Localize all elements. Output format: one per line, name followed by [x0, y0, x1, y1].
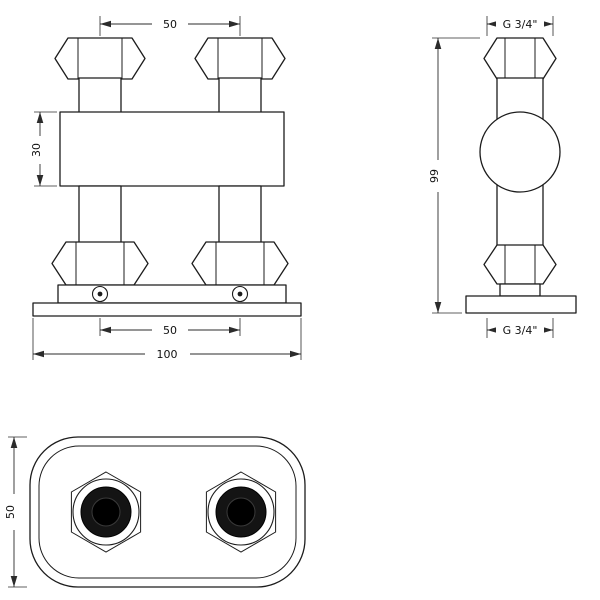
dim-text-side-thread-bottom: G 3/4": [503, 324, 538, 337]
dim-text-mask: [496, 323, 544, 336]
dim-text-side-height: 99: [428, 169, 441, 183]
plan-view: [29, 436, 306, 588]
front-lower-right-neck: [218, 185, 262, 244]
side-view: [465, 37, 577, 314]
dim-text-mask: [496, 17, 544, 30]
dimensions: 50 30 50 100: [4, 16, 554, 588]
side-ball-housing: [479, 111, 561, 193]
plan-inner-outline: [38, 445, 297, 579]
dim-side-thread-bottom: G 3/4": [486, 318, 554, 338]
dim-text-plan-depth: 50: [4, 505, 17, 519]
plan-right-port-ring: [207, 478, 275, 546]
plan-right-hex: [205, 471, 277, 553]
side-top-nut: [483, 37, 557, 80]
front-view: [32, 37, 302, 317]
front-top-right-nut: [194, 37, 286, 80]
dim-side-thread-top: G 3/4": [486, 16, 554, 36]
plan-left-port-hole: [91, 497, 121, 527]
plan-right-port-hole: [226, 497, 256, 527]
front-body-block: [59, 111, 285, 187]
dim-front-body-height: 30: [30, 111, 57, 187]
front-top-left-nut: [54, 37, 146, 80]
dim-front-port-spacing: 50: [99, 318, 241, 337]
dim-plan-depth: 50: [4, 436, 27, 588]
plan-left-hex: [70, 471, 142, 553]
plan-left-port-ring: [72, 478, 140, 546]
dim-text-front-port-spacing: 50: [163, 324, 177, 337]
dim-text-front-top-width: 50: [163, 18, 177, 31]
dim-text-side-thread-top: G 3/4": [503, 18, 538, 31]
side-lower-neck: [499, 283, 541, 297]
side-base-plate: [465, 295, 577, 314]
screw-dot-right: [237, 291, 243, 297]
front-upper-left-neck: [78, 77, 122, 114]
screw-dot-left: [97, 291, 103, 297]
dim-front-top-width: 50: [99, 16, 241, 36]
side-bottom-nut: [483, 244, 557, 285]
front-bottom-left-nut: [51, 241, 149, 286]
dim-text-front-body-height: 30: [30, 143, 43, 157]
front-bottom-right-nut: [191, 241, 289, 286]
dim-text-front-total-width: 100: [157, 348, 178, 361]
dim-side-height: 99: [428, 37, 480, 314]
dim-front-total-width: 100: [32, 318, 302, 361]
front-base-plate: [32, 302, 302, 317]
front-lower-left-neck: [78, 185, 122, 244]
front-upper-right-neck: [218, 77, 262, 114]
